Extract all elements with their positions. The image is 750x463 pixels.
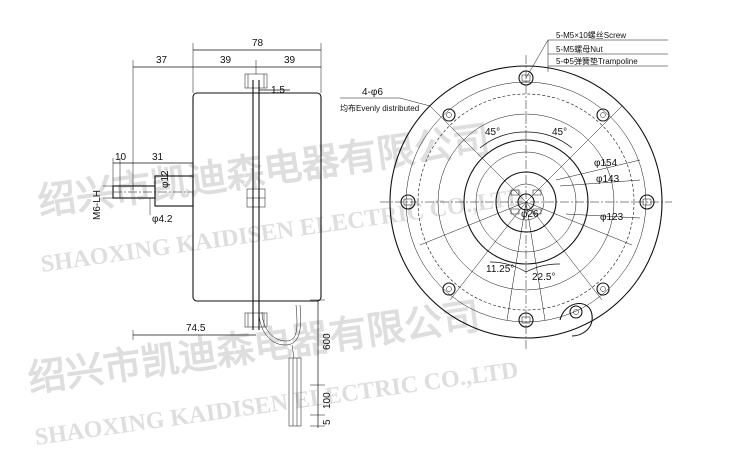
callout-trampoline: 5-Φ5弹簧垫Trampoline <box>556 56 638 66</box>
watermark: 绍兴市凯迪森电器有限公司 SHAOXING KAIDISEN ELECTRIC … <box>25 119 526 451</box>
dim-lead-offset: 74.5 <box>186 323 206 334</box>
dim-half-left: 39 <box>220 55 232 66</box>
lead-wire-loop <box>258 304 301 346</box>
angle-right: 45° <box>552 127 567 138</box>
callout-nut: 5-M5螺母Nut <box>556 44 603 54</box>
dim-dia-154: φ154 <box>594 158 618 169</box>
side-view: 78 37 39 39 1.5 10 31 φ12 φ4.2 M6-LH 74.… <box>92 38 333 428</box>
bolt-middle <box>246 188 266 208</box>
dim-lead-100: 100 <box>322 392 333 409</box>
dim-dia-143: φ143 <box>596 174 620 185</box>
dim-left-offset: 37 <box>156 55 168 66</box>
mount-hole <box>596 282 610 296</box>
angle-22-5: 22.5° <box>532 272 555 283</box>
dim-shaft-10: 10 <box>115 152 127 163</box>
front-view: 45° 45° φ154 φ143 φ123 φ26 11.25° 22.5° … <box>340 30 672 350</box>
mount-holes <box>442 108 610 296</box>
bolt-bottom <box>244 312 268 328</box>
screw-head <box>639 194 655 210</box>
lead-bundle <box>288 357 302 427</box>
shaft-end <box>517 193 535 211</box>
bolt-circle <box>417 93 635 311</box>
hub-slots <box>510 189 542 215</box>
screw-head <box>400 194 416 210</box>
dim-dia-26: φ26 <box>521 209 539 220</box>
flange-outer <box>389 65 663 339</box>
screw-head <box>518 70 534 86</box>
dim-dia-123: φ123 <box>600 212 624 223</box>
dim-lead-5: 5 <box>322 419 333 425</box>
bolt-top <box>244 73 268 89</box>
screw-head <box>518 312 534 328</box>
dim-overall: 78 <box>252 38 264 49</box>
holes-callout: 4-φ6 <box>362 87 383 98</box>
radial-lines <box>419 105 633 321</box>
angle-11-25: 11.25° <box>486 264 514 275</box>
mount-hole <box>442 282 456 296</box>
angle-left: 45° <box>485 127 500 138</box>
dim-shaft-dia-4-2: φ4.2 <box>152 214 173 225</box>
dim-shaft-dia-12: φ12 <box>160 170 171 188</box>
lead-outlet-tab <box>559 303 593 337</box>
hub-outer <box>463 139 589 265</box>
mount-hole <box>596 108 610 122</box>
dim-thread: M6-LH <box>92 190 103 220</box>
dim-lead-600: 600 <box>322 333 333 350</box>
mount-hole <box>442 108 456 122</box>
dim-bracket: 1.5 <box>271 85 285 96</box>
dim-half-right: 39 <box>284 55 296 66</box>
holes-note: 均布Evenly distributed <box>340 103 419 113</box>
dim-shaft-31: 31 <box>152 152 164 163</box>
callout-screw: 5-M5×10螺丝Screw <box>556 30 626 40</box>
screw-heads <box>400 70 655 328</box>
